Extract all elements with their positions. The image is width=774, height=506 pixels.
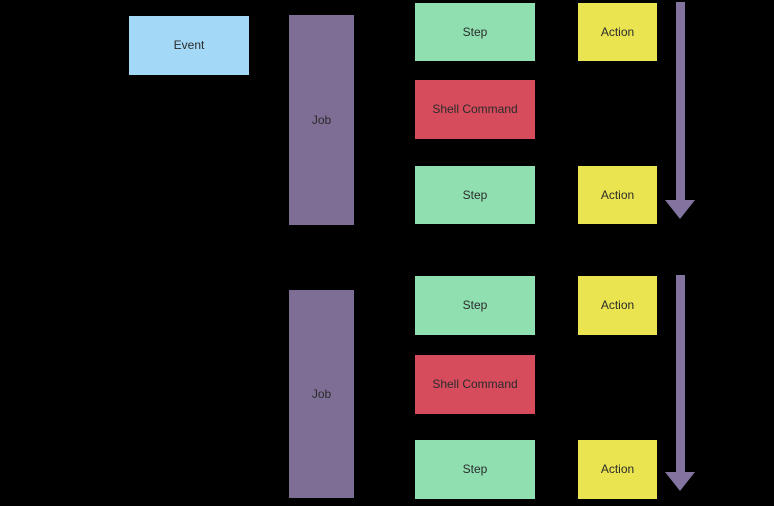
step-label: Step [462,24,488,39]
step-node-1: Step [415,3,535,61]
down-arrow-shaft-bottom [676,275,685,473]
step-label: Step [462,298,488,313]
step-label: Step [462,187,488,202]
shell-command-label: Shell Command [432,102,518,117]
action-label: Action [600,187,635,202]
job-node-1: Job [289,15,354,225]
job-node-2: Job [289,290,354,498]
job-label: Job [311,112,332,127]
action-label: Action [600,24,635,39]
action-node-2: Action [578,166,657,224]
event-label: Event [173,38,205,53]
step-node-3: Step [415,276,535,335]
action-label: Action [600,462,635,477]
job-label: Job [311,386,332,401]
shell-command-node-1: Shell Command [415,80,535,139]
step-node-2: Step [415,166,535,224]
action-node-3: Action [578,276,657,335]
action-node-4: Action [578,440,657,499]
step-node-4: Step [415,440,535,499]
shell-command-label: Shell Command [432,377,518,392]
step-label: Step [462,462,488,477]
down-arrow-shaft-top [676,2,685,201]
shell-command-node-2: Shell Command [415,355,535,414]
down-arrow-head-icon-bottom [665,472,695,491]
down-arrow-head-icon-top [665,200,695,219]
action-node-1: Action [578,3,657,61]
action-label: Action [600,298,635,313]
event-node: Event [129,16,249,75]
